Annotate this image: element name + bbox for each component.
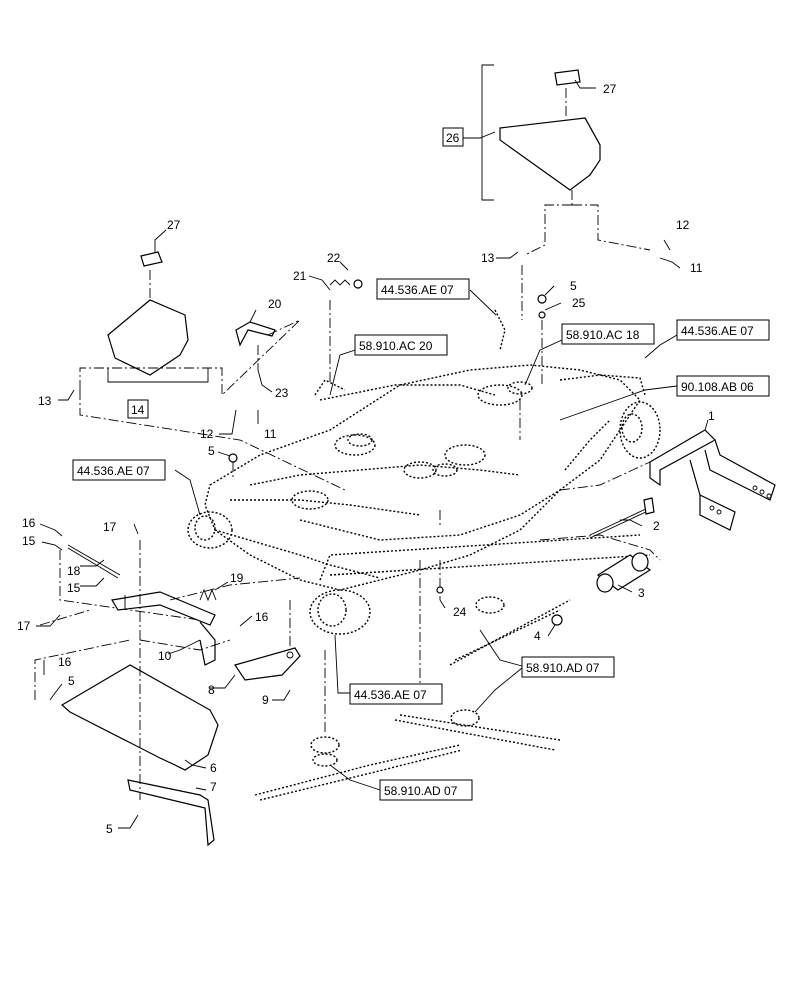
callout-16-b: 16 — [255, 610, 269, 624]
bracket-10 — [111, 591, 216, 666]
callout-8: 8 — [208, 683, 215, 697]
callout-2: 2 — [653, 519, 660, 533]
ref-box-44-536-ae-07-right: 44.536.AE 07 — [676, 319, 770, 341]
callout-27-top: 27 — [603, 82, 617, 96]
callout-number: 26 — [446, 131, 460, 145]
ref-box-58-910-ac-18: 58.910.AC 18 — [561, 323, 655, 345]
callout-12-right: 12 — [676, 218, 690, 232]
callout-4: 4 — [534, 629, 541, 643]
ref-box-58-910-ac-20: 58.910.AC 20 — [354, 334, 448, 356]
hitch-bracket-1 — [559, 429, 776, 531]
ref-box-58-910-ad-07-right: 58.910.AD 07 — [521, 656, 615, 678]
callout-9: 9 — [262, 693, 269, 707]
callout-3: 3 — [638, 586, 645, 600]
ref-box-44-536-ae-07-bottom: 44.536.AE 07 — [349, 683, 443, 705]
callout-13-right: 13 — [481, 251, 495, 265]
spring-19 — [169, 577, 301, 602]
spindle-right — [394, 596, 571, 751]
callout-24: 24 — [453, 605, 467, 619]
callout-15-a: 15 — [22, 534, 36, 548]
ref-box-44-536-ae-07-left: 44.536.AE 07 — [72, 459, 166, 481]
ref-label: 44.536.AE 07 — [77, 464, 150, 478]
callout-11-left: 11 — [264, 427, 277, 441]
spindle-left — [254, 650, 463, 801]
bolt-2 — [589, 497, 655, 539]
callout-23: 23 — [275, 386, 289, 400]
callout-number: 14 — [131, 403, 145, 417]
callout-10: 10 — [158, 649, 172, 663]
callout-11-right: 11 — [690, 261, 703, 275]
hardware-dash — [34, 540, 231, 800]
bracket-7 — [127, 779, 215, 847]
callout-5-b: 5 — [208, 444, 215, 458]
callout-box-26: 26 — [442, 127, 464, 147]
callout-7: 7 — [210, 780, 217, 794]
roller-3 — [539, 534, 661, 593]
shield-6 — [60, 664, 219, 771]
callout-21: 21 — [293, 269, 307, 283]
callout-5-d: 5 — [106, 822, 113, 836]
callout-1: 1 — [708, 409, 715, 423]
shield-14 — [79, 251, 346, 491]
callout-22: 22 — [327, 251, 341, 265]
callout-6: 6 — [210, 761, 217, 775]
mower-deck — [187, 309, 661, 690]
ref-label: 58.910.AC 20 — [359, 339, 433, 353]
callout-box-14: 14 — [127, 399, 149, 419]
callout-19: 19 — [230, 571, 244, 585]
hardware-upper — [228, 265, 563, 626]
callout-17-a: 17 — [103, 520, 117, 534]
callout-16-a: 16 — [22, 516, 36, 530]
leader-lines — [36, 79, 709, 829]
ref-label: 58.910.AD 07 — [526, 661, 600, 675]
callout-25: 25 — [572, 296, 586, 310]
ref-box-58-910-ad-07-bottom: 58.910.AD 07 — [379, 779, 473, 801]
ref-label: 44.536.AE 07 — [681, 324, 754, 338]
callout-numbers: 27 12 13 11 5 25 27 22 21 20 23 13 12 11… — [17, 82, 715, 836]
bracket-8 — [234, 600, 301, 681]
rod-18 — [59, 544, 201, 621]
callout-5-a: 5 — [570, 279, 577, 293]
shield-assembly-26 — [481, 64, 651, 256]
callout-5-c: 5 — [68, 674, 75, 688]
ref-box-90-108-ab-06: 90.108.AB 06 — [676, 375, 770, 397]
ref-label: 44.536.AE 07 — [354, 688, 427, 702]
ref-label: 58.910.AD 07 — [384, 784, 458, 798]
ref-label: 90.108.AB 06 — [681, 380, 754, 394]
callout-20: 20 — [268, 297, 282, 311]
ref-box-44-536-ae-07-top: 44.536.AE 07 — [376, 278, 470, 300]
callout-27-left: 27 — [167, 218, 181, 232]
callout-16-c: 16 — [58, 655, 72, 669]
callout-12-left: 12 — [200, 427, 214, 441]
callout-18: 18 — [67, 564, 81, 578]
callout-13-left: 13 — [38, 394, 52, 408]
ref-label: 44.536.AE 07 — [381, 283, 454, 297]
callout-17-b: 17 — [17, 619, 31, 633]
callout-15-b: 15 — [67, 581, 81, 595]
ref-label: 58.910.AC 18 — [566, 328, 640, 342]
